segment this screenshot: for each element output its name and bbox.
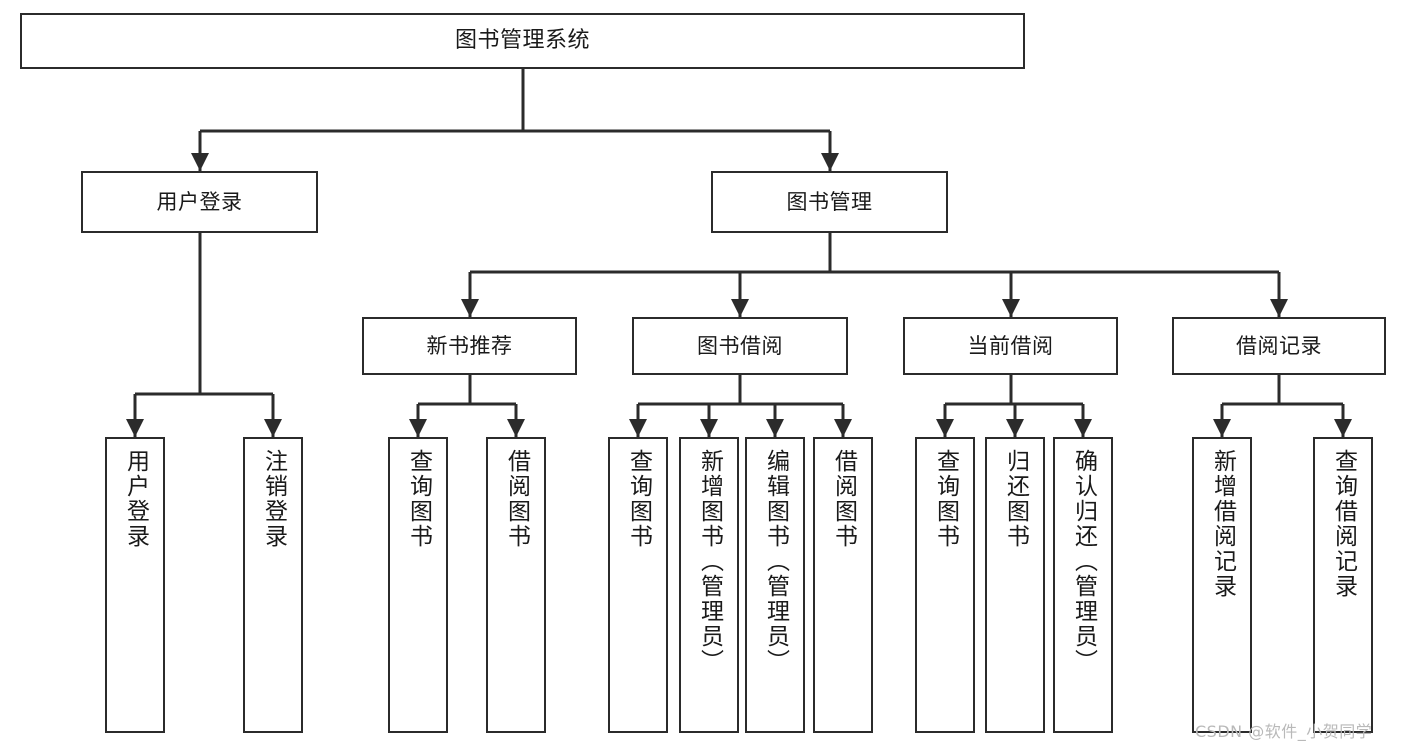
node-leaf10[interactable]: 归还图书: [985, 437, 1045, 733]
node-l1b[interactable]: 图书管理: [711, 171, 948, 233]
node-label: 归还图书: [1002, 449, 1029, 549]
node-label: 图书管理: [786, 189, 873, 214]
edge-arrowhead: [731, 299, 749, 317]
edge-arrowhead: [821, 153, 839, 171]
edge-arrowhead: [409, 419, 427, 437]
node-l1a[interactable]: 用户登录: [81, 171, 318, 233]
node-label: 借阅记录: [1236, 333, 1322, 358]
node-label: 当前借阅: [967, 333, 1054, 358]
node-l2b[interactable]: 图书借阅: [632, 317, 848, 375]
edge-arrowhead: [629, 419, 647, 437]
node-label: 查询图书: [405, 449, 432, 549]
node-label: 编辑图书（管理员）: [762, 449, 789, 674]
node-l2a[interactable]: 新书推荐: [362, 317, 577, 375]
node-label: 新增图书（管理员）: [696, 449, 723, 674]
node-leaf07[interactable]: 编辑图书（管理员）: [745, 437, 805, 733]
edge-arrowhead: [1002, 299, 1020, 317]
edge-arrowhead: [1213, 419, 1231, 437]
node-label: 注销登录: [260, 449, 287, 549]
node-root[interactable]: 图书管理系统: [20, 13, 1025, 69]
node-label: 用户登录: [122, 449, 149, 549]
edge-arrowhead: [507, 419, 525, 437]
node-label: 查询图书: [625, 449, 652, 549]
edge-arrowhead: [834, 419, 852, 437]
node-leaf08[interactable]: 借阅图书: [813, 437, 873, 733]
edge-arrowhead: [461, 299, 479, 317]
node-l2c[interactable]: 当前借阅: [903, 317, 1118, 375]
node-leaf03[interactable]: 查询图书: [388, 437, 448, 733]
watermark: CSDN @软件_小贺同学: [1195, 722, 1373, 741]
edge-arrowhead: [700, 419, 718, 437]
node-label: 用户登录: [156, 189, 243, 214]
node-label: 查询借阅记录: [1330, 449, 1357, 599]
node-leaf02[interactable]: 注销登录: [243, 437, 303, 733]
node-leaf12[interactable]: 新增借阅记录: [1192, 437, 1252, 733]
node-leaf11[interactable]: 确认归还（管理员）: [1053, 437, 1113, 733]
edge-arrowhead: [191, 153, 209, 171]
node-label: 确认归还（管理员）: [1070, 449, 1097, 674]
node-label: 新书推荐: [426, 333, 513, 358]
node-leaf13[interactable]: 查询借阅记录: [1313, 437, 1373, 733]
node-label: 查询图书: [932, 449, 959, 549]
node-label: 图书借阅: [697, 333, 783, 358]
edge-arrowhead: [264, 419, 282, 437]
node-leaf06[interactable]: 新增图书（管理员）: [679, 437, 739, 733]
edge-arrowhead: [766, 419, 784, 437]
node-label: 图书管理系统: [454, 28, 590, 54]
edge-arrowhead: [936, 419, 954, 437]
edge-arrowhead: [1006, 419, 1024, 437]
node-label: 新增借阅记录: [1209, 449, 1236, 599]
node-label: 借阅图书: [830, 449, 857, 549]
node-leaf09[interactable]: 查询图书: [915, 437, 975, 733]
edge-arrowhead: [126, 419, 144, 437]
node-leaf01[interactable]: 用户登录: [105, 437, 165, 733]
node-leaf04[interactable]: 借阅图书: [486, 437, 546, 733]
node-leaf05[interactable]: 查询图书: [608, 437, 668, 733]
node-l2d[interactable]: 借阅记录: [1172, 317, 1386, 375]
edge-arrowhead: [1074, 419, 1092, 437]
edge-arrowhead: [1334, 419, 1352, 437]
edge-arrowhead: [1270, 299, 1288, 317]
node-label: 借阅图书: [503, 449, 530, 549]
